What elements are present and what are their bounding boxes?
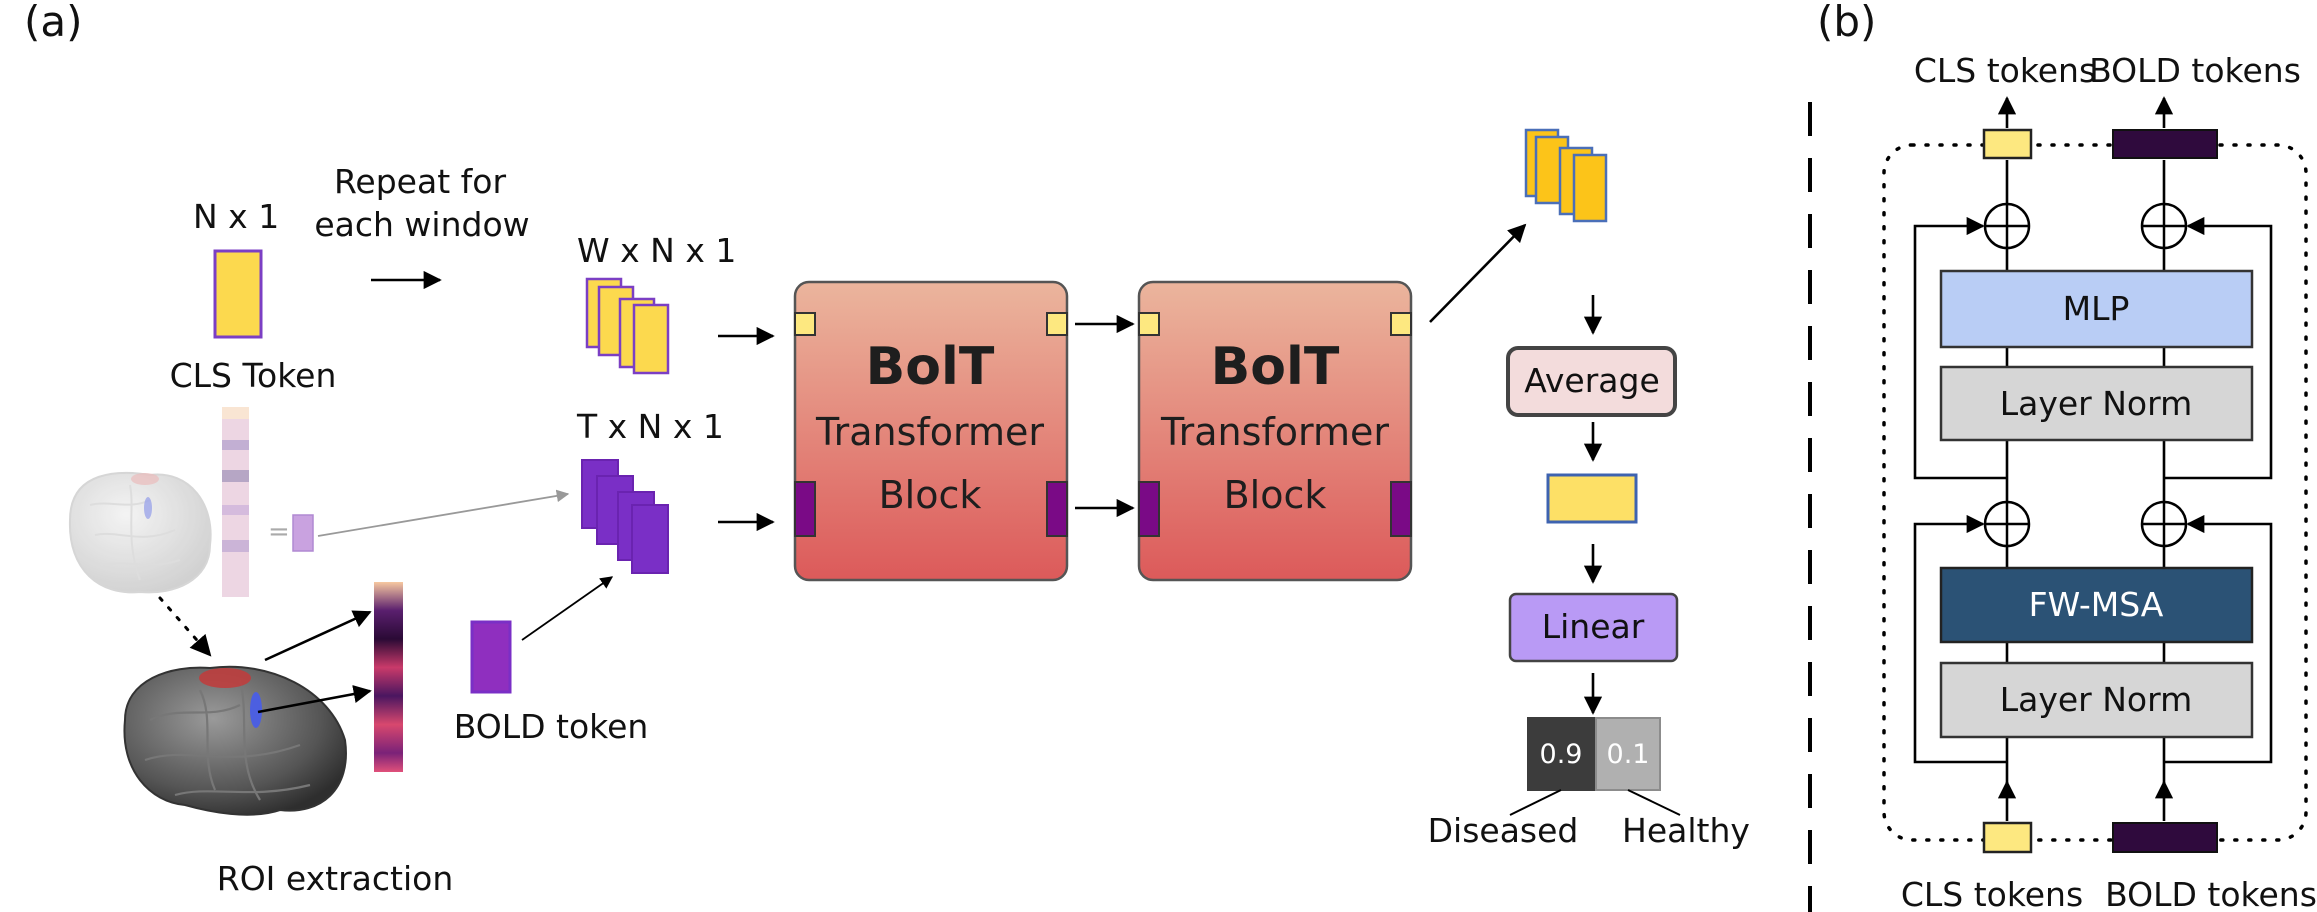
- cls-token-box: [213, 249, 263, 339]
- layer-norm-top-label: Layer Norm: [2000, 384, 2193, 423]
- bold-tokens-top-label: BOLD tokens: [2089, 51, 2301, 90]
- block1-line1: Transformer: [815, 410, 1044, 454]
- faint-brain-image: [68, 471, 212, 594]
- block1-line2: Block: [879, 473, 982, 517]
- block2-title: BolT: [1211, 337, 1340, 397]
- cls-token-label: CLS Token: [170, 356, 337, 395]
- cls-token-top: [1982, 128, 2033, 160]
- faint-arrow: [317, 489, 570, 537]
- prob-healthy-value: 0.1: [1607, 739, 1650, 770]
- equals-sign: =: [268, 517, 290, 547]
- cls-token-bottom: [1982, 821, 2033, 854]
- cls-token-stack: [585, 277, 670, 375]
- cls-tokens-bottom-label: CLS tokens: [1901, 875, 2083, 912]
- prob-diseased-value: 0.9: [1540, 739, 1583, 770]
- healthy-label: Healthy: [1622, 811, 1750, 850]
- bold-token-bottom: [2112, 822, 2218, 853]
- diseased-leader: [1509, 789, 1562, 816]
- roi-signal-strip: [374, 582, 403, 772]
- diseased-label: Diseased: [1428, 811, 1579, 850]
- layer-norm-top-box: [1939, 365, 2254, 442]
- bold-token-label: BOLD token: [454, 707, 649, 746]
- mlp-box: [1939, 269, 2254, 349]
- roi-arrow-1: [264, 610, 372, 662]
- block1-title: BolT: [866, 337, 995, 397]
- roi-arrow-2: [257, 685, 372, 714]
- averaged-cls-token: [1546, 473, 1638, 524]
- output-cls-stack: [1524, 128, 1608, 223]
- n-x-1-label: N x 1: [193, 197, 279, 236]
- mlp-label: MLP: [2063, 289, 2130, 328]
- panel-b-label: (b): [1817, 0, 1876, 46]
- block2-line2: Block: [1224, 473, 1327, 517]
- t-n-1-label: T x N x 1: [576, 407, 724, 446]
- bold-tokens-bottom-label: BOLD tokens: [2105, 875, 2317, 912]
- bold-token-stack: [581, 459, 669, 574]
- linear-box: [1508, 592, 1679, 663]
- roi-extraction-label: ROI extraction: [217, 859, 453, 898]
- bold-skip-top: [2164, 216, 2273, 480]
- average-box: [1506, 346, 1677, 417]
- output-arrow: [1429, 223, 1527, 323]
- bold-token-arrow: [521, 576, 614, 641]
- prob-diseased-box: [1527, 717, 1595, 791]
- brain-image: [123, 665, 347, 816]
- faint-bold-token: [292, 514, 314, 552]
- encoder-block-outline: [1882, 143, 2308, 842]
- block2-line1: Transformer: [1160, 410, 1389, 454]
- faint-roi-column: [222, 407, 249, 597]
- dotted-brain-arrow: [158, 596, 212, 657]
- bold-token-box: [470, 620, 512, 694]
- prob-healthy-box: [1595, 717, 1661, 791]
- layer-norm-bottom-box: [1939, 661, 2254, 739]
- bolt-block-2: BolT Transformer Block: [1137, 280, 1413, 582]
- cls-skip-top: [1913, 216, 2007, 480]
- panel-a-label: (a): [24, 0, 83, 46]
- cls-skip-bottom: [1913, 514, 2007, 764]
- layer-norm-bottom-label: Layer Norm: [2000, 680, 2193, 719]
- cls-tokens-top-label: CLS tokens: [1914, 51, 2096, 90]
- fw-msa-label: FW-MSA: [2029, 585, 2164, 624]
- repeat-label-line2: each window: [314, 205, 529, 244]
- fw-msa-box: [1939, 566, 2254, 644]
- average-label: Average: [1524, 361, 1660, 400]
- healthy-leader: [1627, 789, 1681, 816]
- linear-label: Linear: [1542, 607, 1645, 646]
- w-n-1-label: W x N x 1: [577, 231, 736, 270]
- bolt-block-1: BolT Transformer Block: [793, 280, 1069, 582]
- bold-token-top: [2112, 129, 2218, 159]
- repeat-label-line1: Repeat for: [334, 162, 506, 201]
- bold-skip-bottom: [2164, 514, 2273, 764]
